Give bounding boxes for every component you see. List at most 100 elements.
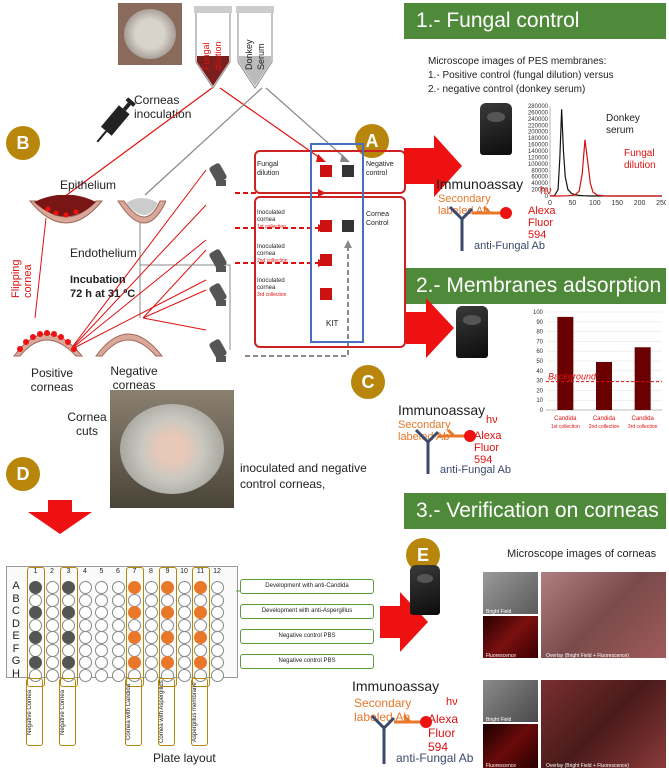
x-tick-label: 0 [548, 200, 552, 207]
series-line [550, 139, 662, 197]
plate-column-number: 3 [66, 568, 71, 575]
banner-fungal-control: 1.- Fungal control [404, 3, 666, 39]
y-tick-label: 240000 [528, 117, 549, 123]
background-label: Background [548, 372, 597, 382]
antifungal-label-2: anti-Fungal Ab [440, 464, 511, 476]
plate-column-description: Aspergillus membrane [191, 678, 208, 746]
plate-well [144, 643, 158, 657]
plate-well [45, 606, 59, 619]
plate-well [111, 631, 125, 644]
section1-line2: 2.- negative control (donkey serum) [428, 84, 586, 95]
y-tick-label: 50 [536, 359, 543, 365]
y-tick-label: 180000 [528, 136, 549, 142]
plate-well [78, 656, 92, 669]
plate-well [210, 643, 224, 657]
plate-well [95, 581, 108, 594]
fluorescence-image-1 [483, 616, 538, 658]
y-tick-label: 0 [545, 194, 549, 200]
plate-column-number: 7 [132, 568, 137, 575]
y-tick-label: 100 [533, 310, 544, 316]
plate-well [177, 593, 191, 607]
plate-well [45, 643, 59, 657]
plate-well [78, 668, 92, 682]
plate-column-number: 11 [196, 568, 205, 575]
overlay-label-1: Overlay (Bright Field + Fluorescence) [546, 653, 629, 659]
y-tick-label: 40 [536, 369, 543, 375]
plate-row-description: Development with anti-Candida [240, 579, 374, 594]
fluorescence-label-2: Fluorescence [486, 763, 517, 769]
plate-column-number: 5 [99, 568, 104, 575]
plate-layout-label: Plate layout [153, 751, 216, 765]
plate-row-letter: E [12, 630, 20, 642]
plate-well [210, 631, 224, 644]
plate-well [111, 668, 125, 682]
plate-row-letter: F [12, 642, 20, 655]
kit-collection-2-label: 2nd collection [257, 258, 288, 264]
plate-column-number: 6 [116, 568, 120, 575]
epithelium-label: Epithelium [60, 178, 117, 192]
hv-label-1: hν [540, 185, 552, 197]
kit-collection-3-label: 3rd collection [257, 292, 287, 298]
plate-well [45, 631, 59, 644]
bright-field-label-1: Bright Field [486, 609, 512, 615]
bar [596, 361, 612, 410]
plate-row-letter: A [12, 580, 20, 592]
plate-well [177, 631, 191, 644]
hv-label-2: hν [486, 414, 498, 426]
y-tick-label: 30 [536, 379, 543, 385]
plate-well [144, 618, 158, 632]
x-tick-label: Candida [631, 416, 654, 422]
plate-row-letter: C [12, 605, 20, 617]
plate-well [128, 668, 141, 682]
plate-well [95, 606, 108, 619]
bright-field-label-2: Bright Field [486, 717, 512, 723]
plate-column-number: 8 [149, 568, 153, 575]
step-d-marker: D [6, 457, 40, 491]
x-tick-label: Candida [554, 416, 577, 422]
step-b-marker: B [6, 126, 40, 160]
plate-well [144, 668, 158, 682]
plate-row-letter: B [12, 592, 20, 605]
y-tick-label: 20000 [531, 188, 548, 194]
plate-column-highlight [192, 567, 210, 687]
antifungal-label-1: anti-Fungal Ab [474, 240, 545, 252]
kit-chip-collection-2 [320, 254, 332, 266]
banner-verification: 3.- Verification on corneas [404, 493, 666, 529]
x-tick-label: 50 [569, 200, 577, 207]
plate-well [111, 656, 125, 669]
plate-well [177, 643, 191, 657]
y-tick-label: 140000 [528, 149, 549, 155]
y-tick-label: 160000 [528, 143, 549, 149]
x-tick-label: 2nd collection [589, 424, 620, 430]
y-tick-label: 260000 [528, 110, 549, 116]
y-tick-label: 20 [536, 388, 543, 394]
plate-well [210, 618, 224, 632]
plate-well [78, 618, 92, 632]
kit-chip-collection-1 [320, 220, 332, 232]
plate-row-letter: D [12, 617, 20, 630]
reader-device-3 [410, 565, 440, 615]
corneas-top-illustration [28, 195, 166, 224]
x-tick-label: 250 [656, 200, 666, 207]
plate-well [210, 656, 224, 669]
plate-well [144, 581, 158, 594]
section1-line1: 1.- Positive control (fungal dilution) v… [428, 70, 614, 81]
plate-column-description: Cornea with Aspergillus [158, 678, 175, 746]
plate-well [78, 581, 92, 594]
y-tick-label: 200000 [528, 130, 549, 136]
step-c-marker: C [351, 365, 385, 399]
plate-column-number: 12 [213, 568, 221, 575]
plate-well [144, 656, 158, 669]
alexa-label-1: Alexa Fluor 594 [528, 205, 556, 241]
cornea-cuts-label: Cornea cuts [67, 410, 107, 438]
hv-label-3: hν [446, 696, 458, 708]
plate-well [177, 606, 191, 619]
overlay-image-2 [541, 680, 666, 768]
histogram-chart: 0200004000060000800001000001200001400001… [528, 104, 666, 207]
reader-device-1 [480, 103, 512, 155]
kit-chip-collection-3 [320, 288, 332, 300]
plate-well [45, 593, 59, 607]
